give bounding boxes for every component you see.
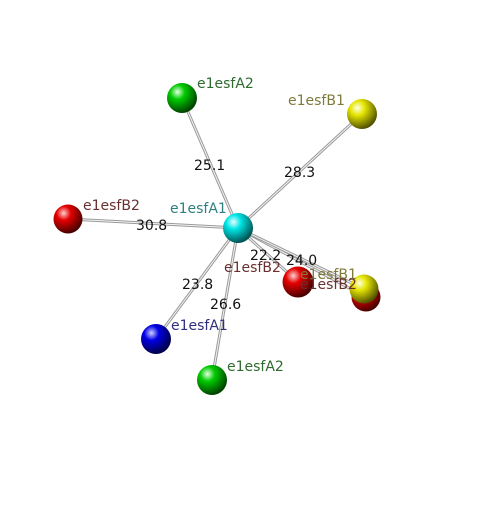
- atom-label-b1-top: e1esfB1: [288, 93, 345, 109]
- bond-b1-right: [236, 226, 366, 291]
- atom-labels: e1esfA2 e1esfB1 e1esfB2 e1esfA1 e1esfB2 …: [83, 76, 357, 375]
- atom-b1-right[interactable]: [349, 274, 379, 304]
- bond-b1-top: [236, 112, 364, 230]
- distance-label-b2-left: 30.8: [136, 218, 167, 234]
- bond-a2-top: [180, 96, 240, 230]
- atoms: [53, 83, 381, 395]
- bond-a1-blue: [154, 226, 240, 341]
- bond-lines: [66, 96, 368, 382]
- distance-label-a2-bottom: 26.6: [210, 297, 241, 313]
- atom-label-b2-left: e1esfB2: [83, 198, 140, 214]
- distance-label-b1-top: 28.3: [284, 165, 315, 181]
- atom-label-b2-middle: e1esfB2: [224, 260, 281, 276]
- bond-b2-left: [66, 217, 240, 230]
- bond-a2-bottom: [210, 226, 240, 382]
- atom-label-a2-bottom: e1esfA2: [227, 359, 284, 375]
- atom-b2-middle[interactable]: [282, 266, 314, 298]
- atom-a1-blue[interactable]: [141, 324, 171, 354]
- distance-label-b1-right: 24.0: [286, 253, 317, 269]
- atom-label-b2-right: e1esfB2: [300, 277, 357, 293]
- distance-labels: 25.1 28.3 30.8 22.2 24.0 23.8 26.6: [136, 158, 317, 313]
- distance-label-a1-blue: 23.8: [182, 277, 213, 293]
- atom-a2-top[interactable]: [167, 83, 197, 113]
- atom-a2-bottom[interactable]: [197, 365, 227, 395]
- atom-label-a1-blue: e1esfA1: [171, 318, 228, 334]
- atom-center[interactable]: [223, 213, 253, 243]
- distance-label-a2-top: 25.1: [194, 158, 225, 174]
- atom-label-b1-right: e1esfB1: [300, 267, 357, 283]
- atom-label-a2-top: e1esfA2: [197, 76, 254, 92]
- atom-b2-left[interactable]: [53, 204, 83, 234]
- distance-label-b2-middle: 22.2: [250, 248, 281, 264]
- atom-label-center: e1esfA1: [170, 201, 227, 217]
- atom-b1-top[interactable]: [347, 99, 377, 129]
